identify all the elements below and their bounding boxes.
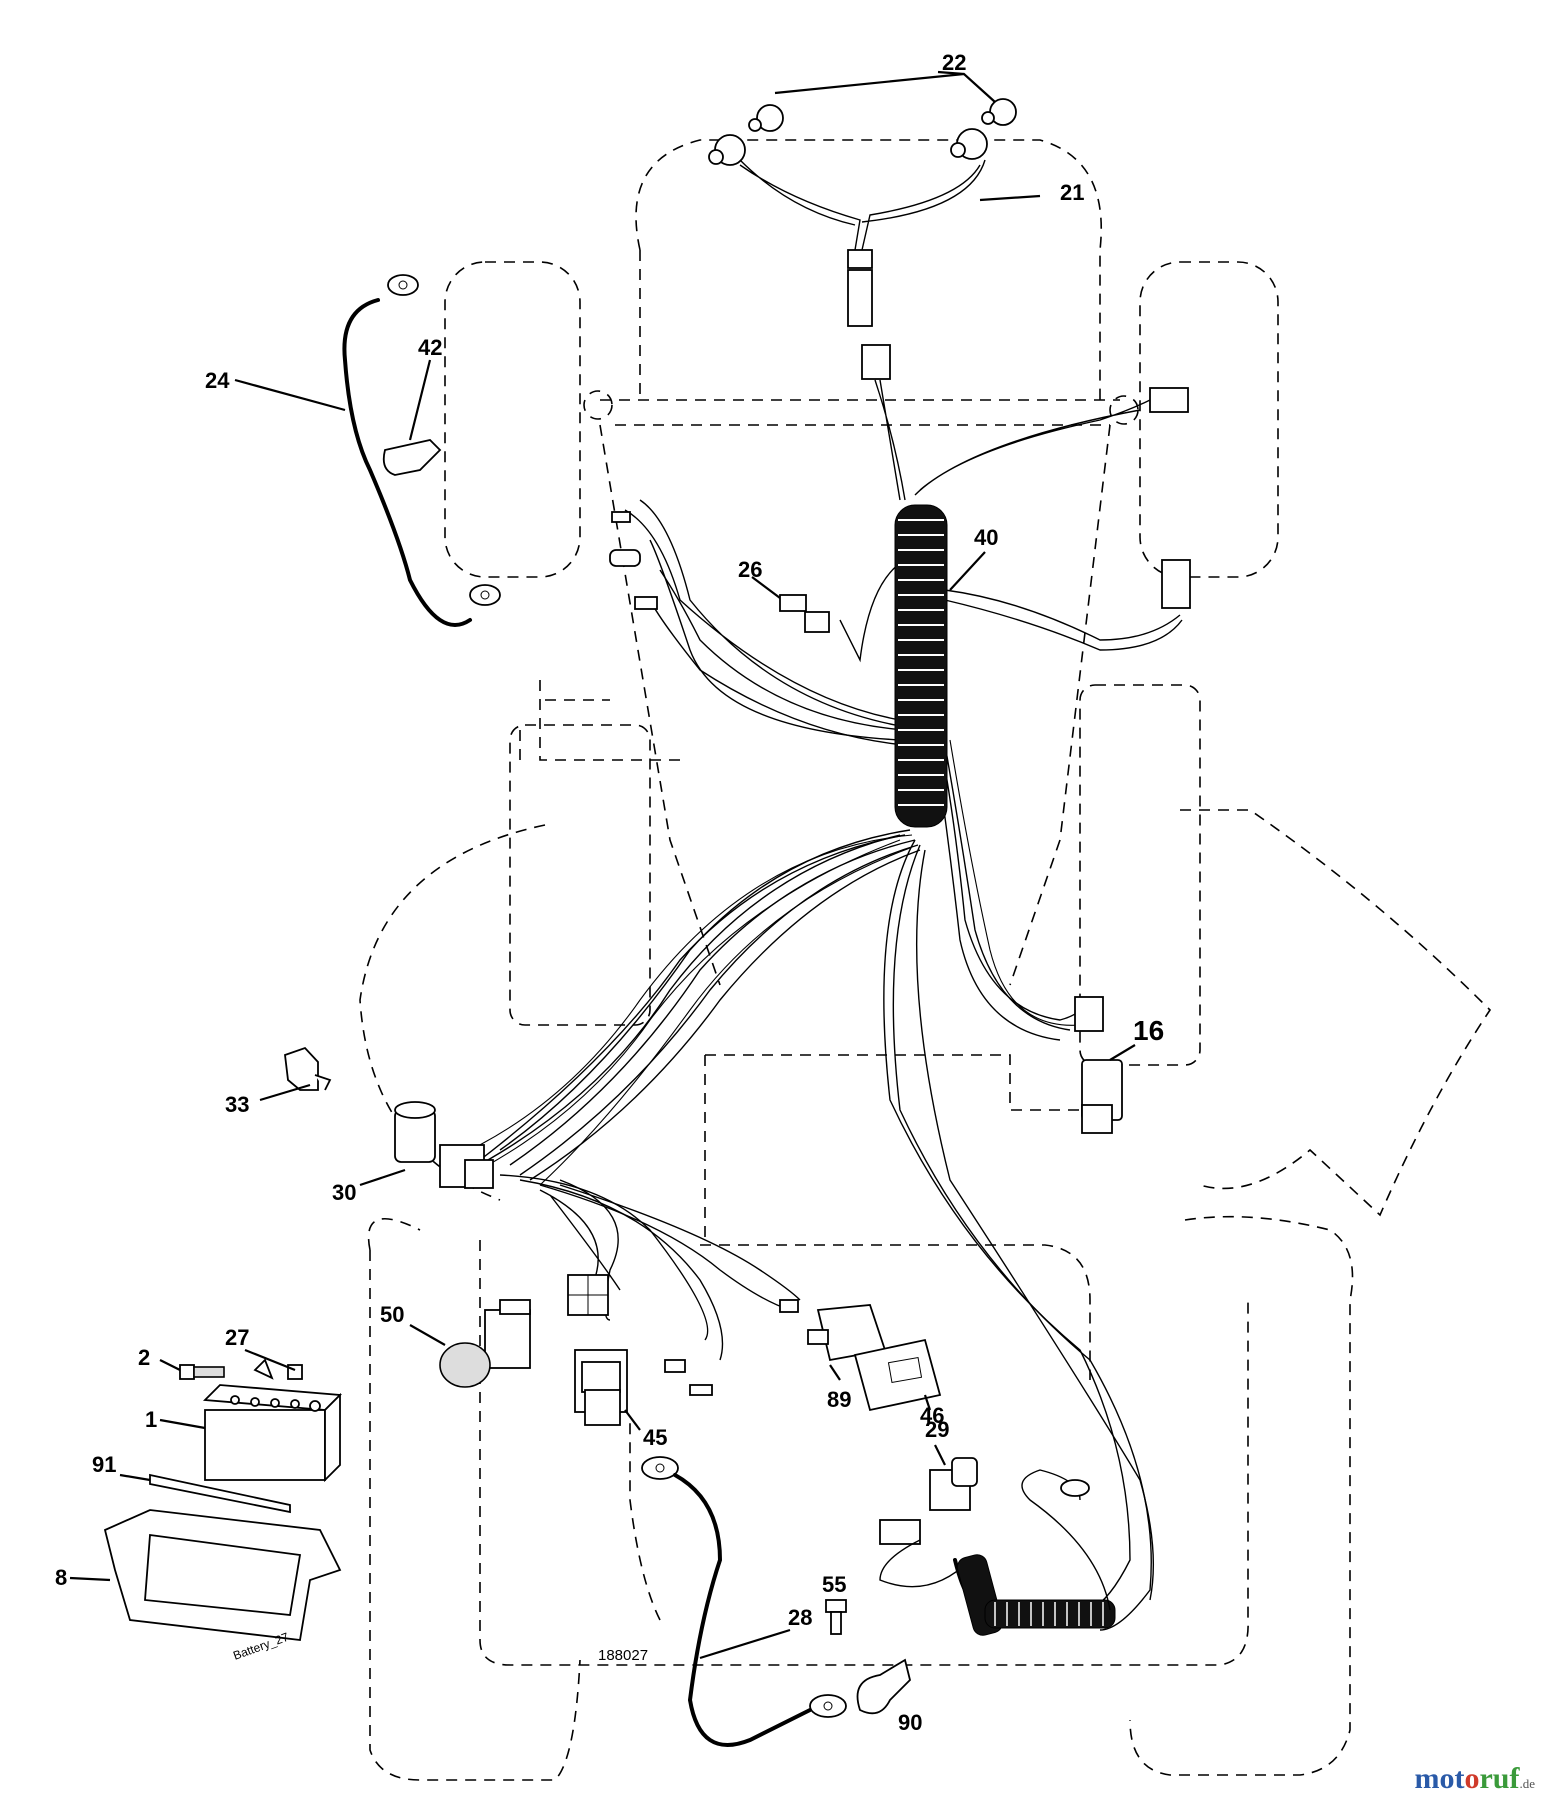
motoruf-watermark: motoruf.de	[1414, 1762, 1535, 1796]
watermark-part1: mot	[1414, 1762, 1465, 1795]
label-28: 28	[788, 1605, 812, 1630]
seat-switch	[1074, 996, 1136, 1134]
coiled-cord	[879, 1469, 1116, 1636]
multi-pin-connector	[567, 1274, 609, 1316]
label-90: 90	[898, 1710, 922, 1735]
ground-cable	[234, 274, 501, 627]
label-89: 89	[827, 1387, 851, 1412]
label-21: 21	[1060, 180, 1084, 205]
watermark-part3: ruf	[1479, 1762, 1520, 1795]
label-27: 27	[225, 1325, 249, 1350]
ignition-key	[259, 1046, 332, 1102]
label-91: 91	[92, 1452, 116, 1477]
label-29: 29	[925, 1417, 949, 1442]
terminal-boot	[382, 359, 442, 476]
label-33: 33	[225, 1092, 249, 1117]
label-2: 2	[138, 1345, 150, 1370]
relay	[929, 1444, 978, 1511]
battery-cable	[641, 1456, 847, 1747]
label-22: 22	[942, 50, 966, 75]
label-50: 50	[380, 1302, 404, 1327]
fuse-holder	[751, 576, 830, 633]
battery-group	[69, 1348, 343, 1641]
label-46: 46	[920, 1403, 944, 1428]
front-connectors	[609, 387, 1191, 610]
convoluted-loom	[894, 504, 986, 828]
headlight-assembly	[708, 70, 1041, 380]
drawing-number: 188027	[598, 1647, 648, 1664]
terminal-cover	[856, 1658, 911, 1715]
watermark-part2: o	[1464, 1762, 1480, 1795]
label-1: 1	[145, 1407, 157, 1432]
display-module	[853, 1338, 942, 1412]
label-40: 40	[974, 525, 998, 550]
pto-switch	[409, 1299, 531, 1388]
label-8: 8	[55, 1565, 67, 1590]
label-24: 24	[205, 368, 230, 393]
tractor-outline	[359, 139, 1492, 1781]
bolt	[825, 1599, 847, 1635]
label-16: 16	[1133, 1015, 1164, 1046]
meter-bezel	[779, 1299, 887, 1381]
label-45: 45	[643, 1425, 667, 1450]
wire-harness	[459, 379, 1183, 1631]
ignition-switch	[359, 1101, 494, 1189]
label-26: 26	[738, 557, 762, 582]
part-number-labels: 22 21 24 42 40 26 16 33 30 50 27 2 1 91 …	[55, 50, 1164, 1735]
label-30: 30	[332, 1180, 356, 1205]
hour-meter	[574, 1349, 713, 1431]
label-42: 42	[418, 335, 442, 360]
label-55: 55	[822, 1572, 846, 1597]
watermark-domain: .de	[1519, 1776, 1535, 1791]
